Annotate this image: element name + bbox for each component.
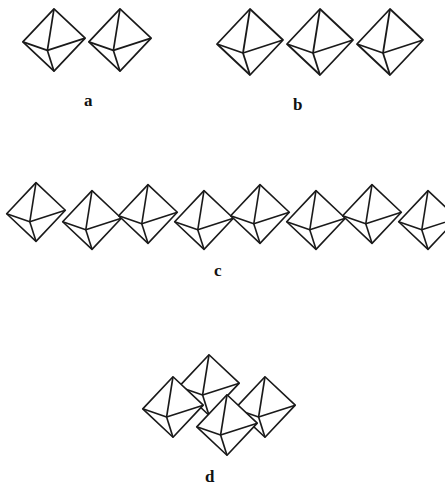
panel-label: a: [84, 92, 93, 109]
panel-label: d: [205, 468, 214, 485]
panel-label: c: [214, 262, 222, 279]
panel-label: b: [293, 96, 302, 113]
chain-b: [217, 9, 423, 75]
chain-c: [7, 183, 445, 250]
chain-a: [23, 9, 151, 71]
cluster-d: [143, 355, 296, 456]
